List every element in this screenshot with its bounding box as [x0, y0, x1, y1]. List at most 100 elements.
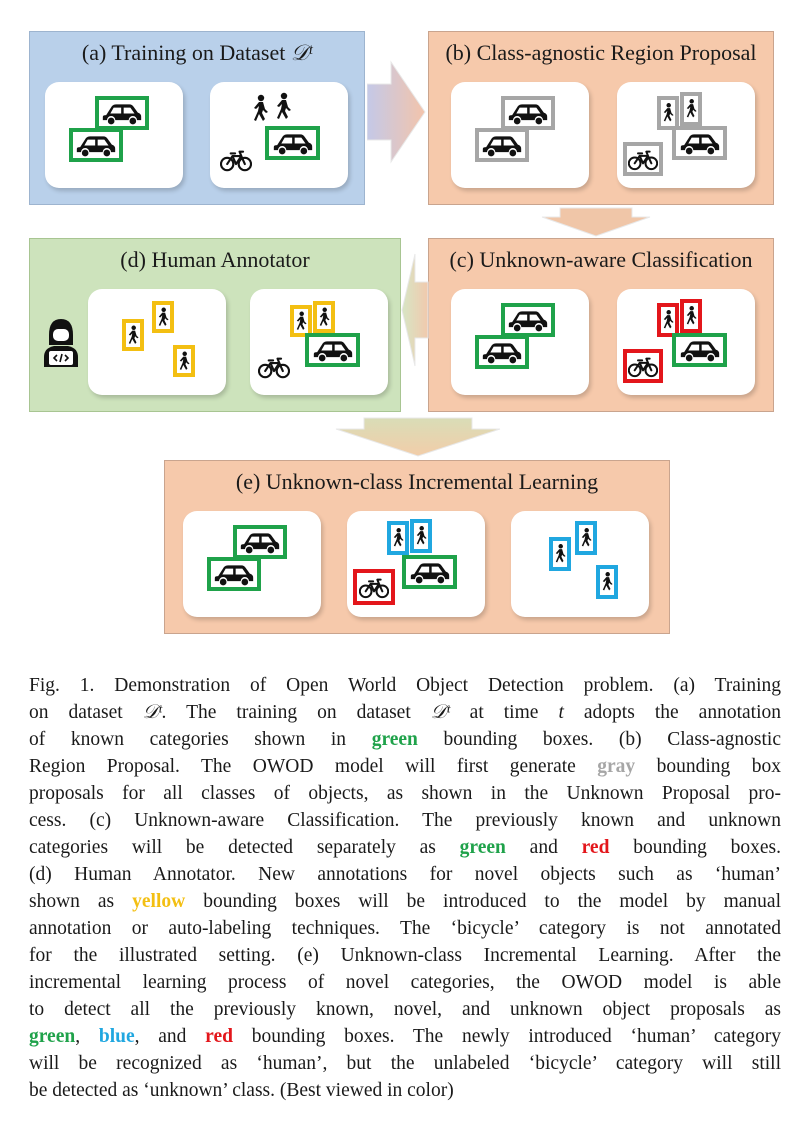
known-bbox — [69, 128, 123, 162]
caption-line: shown as yellow bounding boxes will be i… — [29, 891, 781, 912]
car-icon — [679, 338, 721, 363]
panel-a-title: (a) Training on Dataset 𝒟ᵗ — [81, 40, 313, 65]
caption-line: annotation or auto-labeling techniques. … — [29, 918, 781, 939]
panel-training: (a) Training on Dataset 𝒟ᵗ — [29, 31, 365, 205]
bicycle-icon — [628, 149, 658, 171]
arrow-b-to-c — [541, 207, 651, 237]
arrow-a-to-b — [367, 60, 426, 164]
arrow-to-e — [335, 417, 501, 457]
car-icon — [507, 101, 549, 126]
proposal-bbox — [623, 142, 663, 176]
novel-bbox — [387, 521, 409, 555]
unknown-bbox — [353, 569, 395, 605]
known-bbox — [233, 525, 287, 559]
annotated-bbox — [173, 345, 195, 377]
unknown-bbox — [657, 303, 679, 337]
panel-unknown-aware-classification: (c) Unknown-aware Classification — [428, 238, 774, 412]
annotated-bbox — [290, 305, 312, 337]
annotated-bbox — [122, 319, 144, 351]
car-icon — [312, 338, 354, 363]
unknown-bbox — [623, 349, 663, 383]
pedestrian-icon — [126, 324, 140, 347]
proposal-bbox — [672, 126, 727, 160]
proposal-bbox — [501, 96, 555, 130]
pedestrian-icon — [684, 97, 698, 121]
novel-bbox — [596, 565, 618, 599]
pedestrian-icon — [553, 542, 567, 566]
panel-incremental-learning: (e) Unknown-class Incremental Learning — [164, 460, 670, 634]
proposal-bbox — [657, 96, 679, 130]
caption-line: incremental learning process of novel ca… — [29, 972, 781, 993]
pedestrian-icon — [177, 350, 191, 373]
caption-line: Region Proposal. The OWOD model will fir… — [29, 756, 782, 777]
image-card — [451, 82, 589, 188]
novel-bbox — [575, 521, 597, 555]
car-icon — [481, 133, 523, 158]
panel-c-title: (c) Unknown-aware Classification — [449, 247, 753, 272]
pedestrian-icon — [661, 308, 675, 332]
caption-line: cess. (c) Unknown-aware Classification. … — [29, 810, 781, 831]
panel-e-title: (e) Unknown-class Incremental Learning — [235, 469, 599, 494]
pedestrian-icon — [414, 524, 428, 548]
caption-line: categories will be detected separately a… — [29, 837, 782, 858]
car-icon — [239, 530, 281, 555]
image-card — [45, 82, 183, 188]
known-bbox — [672, 333, 727, 367]
known-bbox — [207, 557, 261, 591]
car-icon — [679, 131, 721, 156]
pedestrian-icon — [273, 92, 293, 122]
caption-line: proposals for all classes of objects, as… — [29, 783, 781, 804]
figure-caption: Fig. 1. Demonstration of Open World Obje… — [29, 672, 781, 1104]
annotated-bbox — [152, 301, 174, 333]
caption-line: for the illustrated setting. (e) Unknown… — [29, 945, 781, 966]
pedestrian-icon — [294, 310, 308, 333]
pedestrian-icon — [684, 304, 698, 328]
car-icon — [409, 560, 451, 585]
proposal-bbox — [475, 128, 529, 162]
car-icon — [213, 562, 255, 587]
arrow-c-to-d — [401, 253, 429, 367]
car-icon — [101, 101, 143, 126]
caption-line: will be recognized as ‘human’, but the u… — [29, 1053, 781, 1074]
known-bbox — [95, 96, 149, 130]
known-bbox — [402, 555, 457, 589]
bicycle-icon — [258, 356, 290, 379]
pedestrian-icon — [600, 570, 614, 594]
unknown-bbox — [680, 299, 702, 333]
pedestrian-icon — [317, 306, 331, 329]
image-card — [511, 511, 649, 617]
pedestrian-icon — [250, 94, 270, 124]
caption-line: be detected as ‘unknown’ class. (Best vi… — [29, 1080, 454, 1101]
bicycle-icon — [359, 577, 389, 599]
panel-d-title: (d) Human Annotator — [120, 247, 310, 272]
image-card — [451, 289, 589, 395]
pedestrian-icon — [156, 306, 170, 329]
panel-human-annotator: (d) Human Annotator — [29, 238, 401, 412]
pedestrian-icon — [579, 526, 593, 550]
caption-line: to detect all the previously known, nove… — [29, 999, 781, 1020]
car-icon — [272, 131, 314, 156]
panel-b-title: (b) Class-agnostic Region Proposal — [445, 40, 757, 65]
pedestrian-icon — [661, 101, 675, 125]
proposal-bbox — [680, 92, 702, 126]
caption-line: on dataset 𝒟ᵗ. The training on dataset 𝒟… — [29, 702, 781, 723]
annotator-icon — [44, 319, 78, 367]
caption-line: Fig. 1. Demonstration of Open World Obje… — [29, 675, 781, 696]
caption-line: of known categories shown in green bound… — [29, 729, 781, 750]
image-card — [88, 289, 226, 395]
novel-bbox — [410, 519, 432, 553]
annotated-bbox — [313, 301, 335, 333]
caption-line: (d) Human Annotator. New annotations for… — [29, 864, 781, 885]
image-card — [210, 82, 348, 188]
bicycle-icon — [220, 149, 252, 172]
image-card — [183, 511, 321, 617]
known-bbox — [265, 126, 320, 160]
known-bbox — [305, 333, 360, 367]
image-card — [617, 289, 755, 395]
image-card — [250, 289, 388, 395]
caption-line: green, blue, and red bounding boxes. The… — [29, 1026, 781, 1047]
pedestrian-icon — [391, 526, 405, 550]
image-card — [347, 511, 485, 617]
novel-bbox — [549, 537, 571, 571]
bicycle-icon — [628, 356, 658, 378]
